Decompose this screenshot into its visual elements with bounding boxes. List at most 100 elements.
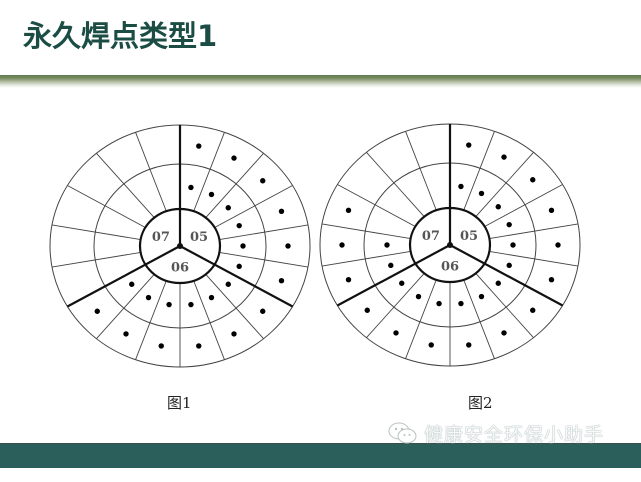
weld-point-outer: [393, 330, 399, 336]
weld-point-middle: [478, 190, 485, 197]
cell-divider: [463, 279, 495, 359]
cell-divider: [321, 223, 411, 240]
sector-label-07: 07: [152, 230, 170, 245]
weld-point-middle: [478, 293, 485, 300]
figure-caption-1: 图1: [167, 394, 192, 412]
cell-divider: [67, 185, 146, 228]
cell-divider: [96, 153, 155, 218]
header-divider: [0, 75, 641, 88]
footer-bar: [0, 443, 641, 468]
cell-divider: [51, 224, 141, 241]
weld-point-outer: [501, 154, 507, 160]
weld-point-middle: [458, 183, 464, 190]
weld-point-outer: [345, 207, 352, 213]
weld-point-outer: [196, 343, 202, 349]
weld-point-outer: [196, 143, 202, 149]
weld-point-outer: [260, 178, 266, 184]
weld-point-outer: [158, 343, 164, 349]
sector-label-05: 05: [190, 230, 208, 245]
sector-label-07: 07: [422, 229, 440, 244]
sector-label-06: 06: [171, 260, 189, 275]
cell-divider: [135, 280, 167, 360]
weld-point-outer: [501, 330, 507, 336]
weld-point-middle: [415, 293, 422, 300]
cell-divider: [205, 274, 264, 339]
cell-divider: [405, 279, 437, 359]
weld-point-outer: [364, 307, 370, 313]
sector-label-06: 06: [441, 259, 459, 274]
weld-point-outer: [530, 307, 536, 313]
weld-point-outer: [123, 331, 129, 337]
cell-divider: [214, 185, 293, 228]
weld-point-outer: [260, 308, 266, 314]
cell-divider: [405, 131, 437, 211]
weld-point-middle: [436, 300, 442, 307]
sector-divider: [449, 244, 564, 307]
cell-divider: [219, 224, 309, 241]
weld-point-outer: [548, 207, 555, 213]
cell-divider: [484, 184, 563, 227]
cell-divider: [463, 131, 495, 211]
sector-divider: [179, 245, 294, 308]
sector-divider: [66, 245, 181, 308]
weld-point-middle: [208, 294, 215, 301]
cell-divider: [475, 273, 534, 338]
weld-point-middle: [188, 301, 194, 308]
weld-point-middle: [506, 221, 512, 228]
weld-point-outer: [466, 342, 472, 348]
weld-point-middle: [166, 301, 172, 308]
weld-point-outer: [231, 155, 237, 161]
sector-label-05: 05: [460, 229, 478, 244]
cell-divider: [489, 250, 579, 267]
weld-point-middle: [458, 300, 464, 307]
page-title: 永久焊点类型1: [23, 19, 218, 53]
weld-point-outer: [548, 277, 555, 283]
weld-point-middle: [129, 281, 135, 287]
weld-point-middle: [236, 263, 242, 270]
weld-point-middle: [510, 242, 516, 248]
weld-point-outer: [555, 242, 561, 248]
weld-point-middle: [495, 280, 501, 286]
weld-point-middle: [208, 191, 215, 198]
cell-divider: [337, 184, 416, 227]
cell-divider: [489, 223, 579, 240]
weld-point-outer: [339, 242, 345, 248]
cell-divider: [193, 132, 225, 212]
figure-caption-2: 图2: [468, 394, 493, 412]
cell-divider: [366, 273, 425, 338]
weld-point-outer: [94, 308, 100, 314]
weld-point-middle: [236, 222, 242, 229]
weld-point-middle: [388, 262, 394, 269]
sector-divider: [336, 244, 451, 307]
cell-divider: [219, 251, 309, 268]
hub-center: [177, 243, 183, 249]
weld-point-middle: [225, 281, 231, 287]
weld-point-middle: [399, 280, 405, 286]
weld-point-middle: [495, 204, 501, 210]
weld-point-middle: [506, 262, 512, 269]
cell-divider: [321, 250, 411, 267]
wechat-icon: [388, 422, 417, 444]
cell-divider: [96, 274, 155, 339]
weld-point-outer: [530, 177, 536, 183]
watermark-text: 健康安全环保小助手: [424, 423, 605, 446]
weld-point-middle: [145, 294, 152, 301]
weld-point-outer: [278, 278, 285, 284]
weld-point-outer: [466, 142, 472, 148]
cell-divider: [193, 280, 225, 360]
watermark: 健康安全环保小助手: [388, 420, 604, 446]
weld-point-outer: [278, 208, 285, 214]
weld-point-outer: [285, 243, 291, 249]
weld-point-outer: [428, 342, 434, 348]
hub-center: [447, 242, 453, 248]
cell-divider: [51, 251, 141, 268]
cell-divider: [475, 152, 534, 217]
weld-point-middle: [188, 184, 194, 191]
weld-point-middle: [225, 205, 231, 211]
weld-point-middle: [384, 242, 390, 248]
weld-point-outer: [231, 331, 237, 337]
